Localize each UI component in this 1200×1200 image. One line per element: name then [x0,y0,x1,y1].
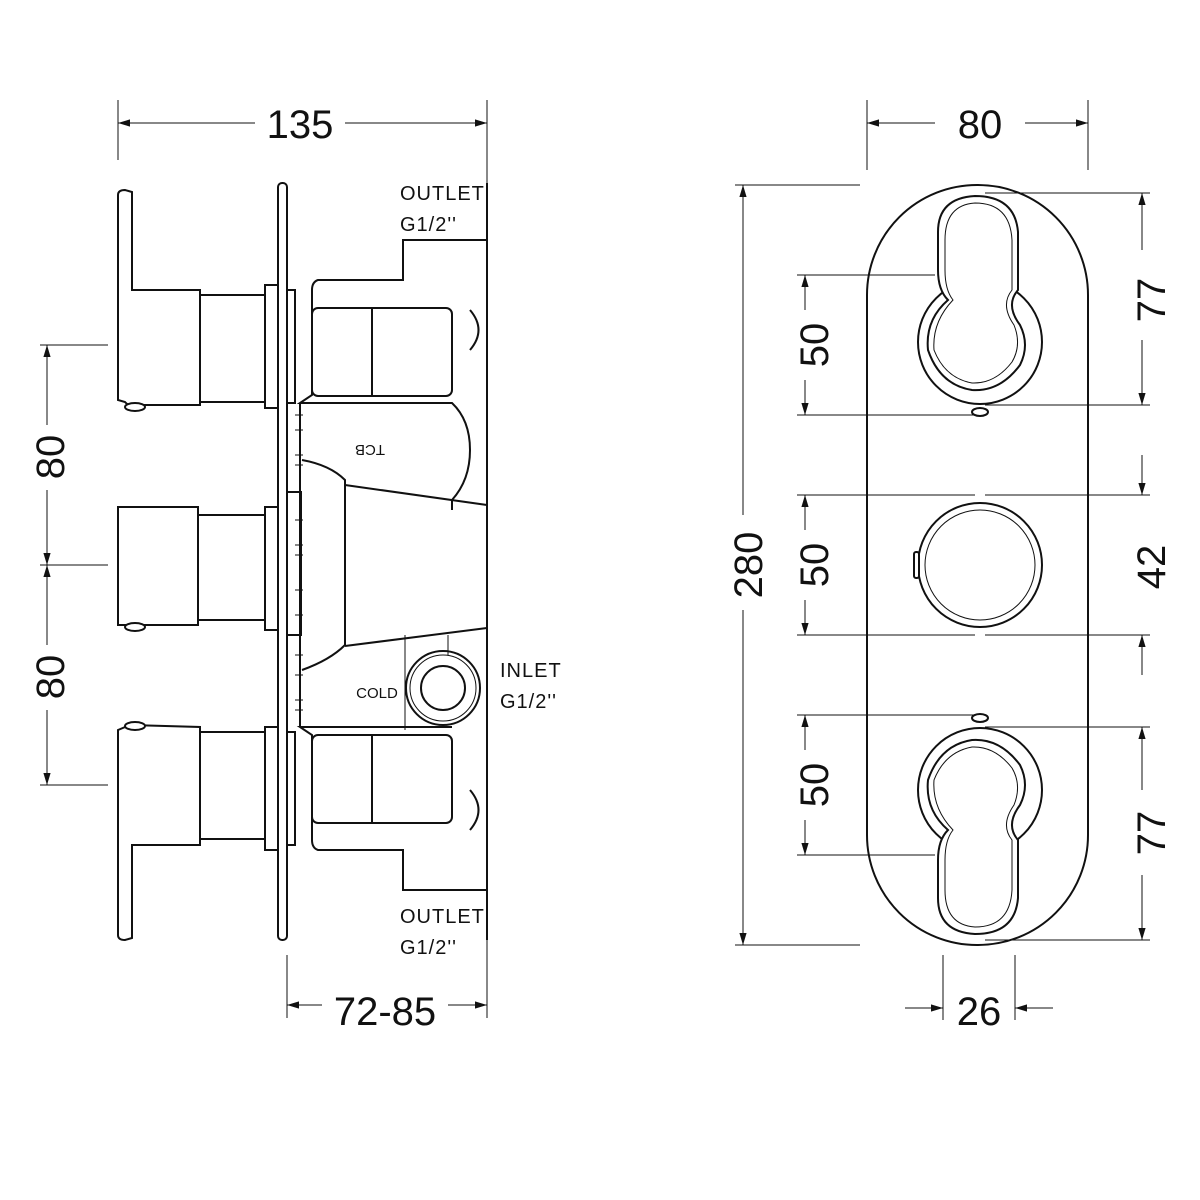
body-label: TCB [355,441,385,458]
dimension-label: 135 [267,103,334,147]
dimension-label: 42 [1130,545,1174,590]
inlet-label: INLET [500,660,562,682]
top-lever-handle [117,188,296,412]
inlet-port [405,650,481,726]
lever-width-dimension: 26 [905,955,1053,1034]
dimension-label: 80 [29,655,73,700]
bottom-lever-handle [117,721,296,942]
spacing-dimension: 80 80 [29,344,108,786]
cover-plate [866,184,1089,946]
dimension-label: 50 [793,763,837,808]
depth-dimension: 72-85 [286,890,488,1034]
outlet-top-size: G1/2'' [400,214,457,236]
bottom-lever [917,713,1043,936]
dimension-label: 26 [957,990,1002,1034]
height-dimension: 280 [727,184,860,946]
middle-knob [913,502,1043,628]
dimension-label: 77 [1130,278,1174,323]
width-dimension-135: 135 [117,100,488,290]
dimension-label: 77 [1130,811,1174,856]
cold-label: COLD [356,685,398,702]
control-diameter-dimensions: 50 50 50 [793,274,975,856]
front-width-dimension: 80 [866,100,1089,170]
side-view: 135 [29,100,562,1034]
lever-length-dimensions: 77 42 77 [985,192,1174,941]
valve-body: TCB COLD [295,183,488,940]
middle-knob-handle [117,491,302,636]
front-view: 80 280 50 50 50 [727,100,1174,1034]
inlet-size: G1/2'' [500,691,557,713]
top-lever [917,194,1043,417]
dimension-label: 50 [793,543,837,588]
dimension-label: 80 [958,103,1003,147]
dimension-label: 280 [727,532,771,599]
dimension-label: 80 [29,435,73,480]
outlet-top-label: OUTLET [400,183,485,205]
wall-plate [277,182,288,941]
outlet-bottom-size: G1/2'' [400,937,457,959]
outlet-bottom-label: OUTLET [400,906,485,928]
dimension-label: 50 [793,323,837,368]
tick-marks [295,414,303,711]
dimension-label: 72-85 [334,990,436,1034]
